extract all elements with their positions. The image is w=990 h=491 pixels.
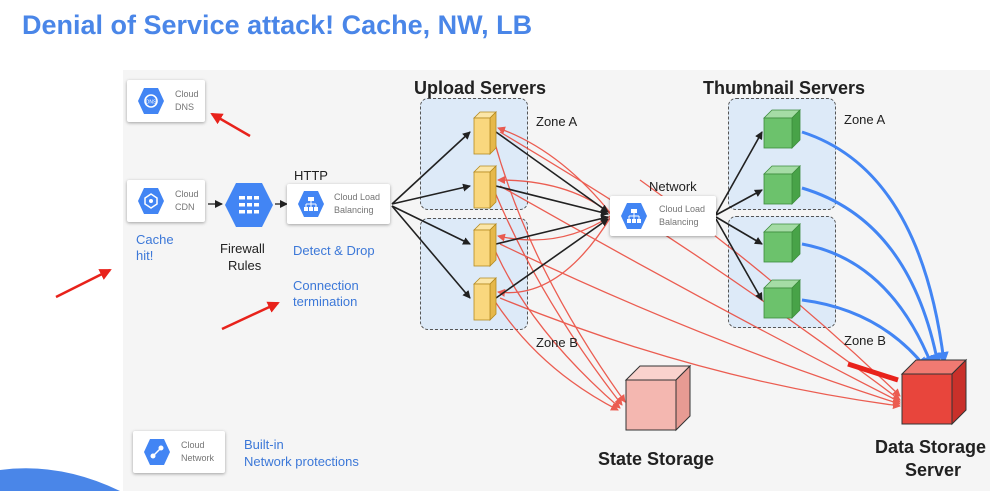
thumbnail-servers-heading: Thumbnail Servers: [703, 78, 866, 98]
red-arrow: [497, 214, 613, 297]
red-traffic-arrows: [493, 126, 901, 411]
load-balancer-icon: [621, 203, 647, 229]
red-arrow: [493, 299, 619, 411]
diagram-panel: [123, 70, 990, 491]
connection-termination-line2: termination: [293, 294, 358, 309]
svg-text:DNS: DNS: [146, 100, 157, 106]
red-arrow: [493, 247, 621, 409]
cloud-dns-line1: Cloud: [175, 89, 199, 99]
red-arrow: [497, 176, 613, 216]
cloud-dns-card[interactable]: DNS Cloud DNS: [127, 80, 205, 122]
state-storage-heading: State Storage: [598, 449, 715, 469]
cloud-cdn-line2: CDN: [175, 202, 195, 212]
cloud-network-icon: [144, 439, 170, 465]
thumbnail-server-icon: [763, 279, 801, 319]
state-storage-icon: [624, 364, 692, 432]
cache-hit-label-line1: Cache: [136, 232, 174, 247]
upload-servers-heading: Upload Servers: [414, 78, 547, 98]
thumb-to-storage-arrows: [801, 130, 949, 370]
cloud-network-line1: Cloud: [181, 440, 205, 450]
data-storage-icon: [900, 358, 968, 426]
firewall-icon: [225, 183, 273, 227]
black-arrow: [495, 218, 609, 299]
thumbnail-server-icon: [763, 165, 801, 205]
slide-swoosh: [0, 468, 120, 491]
network-lb-line2: Balancing: [659, 217, 699, 227]
black-arrow: [391, 131, 471, 205]
firewall-label-line1: Firewall: [220, 241, 265, 256]
upload-server-icon: [473, 223, 497, 267]
cloud-network-card[interactable]: Cloud Network: [133, 431, 225, 473]
upload-servers: [473, 111, 497, 321]
data-storage-heading-line1: Data Storage: [875, 437, 987, 457]
lb-to-upload-arrows: [391, 131, 763, 301]
load-balancer-icon: [298, 191, 324, 217]
cloud-cdn-line1: Cloud: [175, 189, 199, 199]
upload-zone-a-label: Zone A: [536, 114, 578, 129]
upload-server-icon: [473, 277, 497, 321]
cloud-cdn-icon: [138, 188, 164, 214]
upload-zone-b-label: Zone B: [536, 335, 578, 350]
black-arrow: [715, 189, 763, 216]
callout-arrow-connection: [221, 301, 280, 331]
network-label: Network: [649, 179, 697, 194]
blue-arrow: [801, 298, 928, 370]
thumbnail-zone-a-label: Zone A: [844, 112, 886, 127]
cloud-dns-line2: DNS: [175, 102, 195, 112]
network-lb-line1: Cloud Load: [659, 204, 706, 214]
black-arrow: [715, 216, 763, 245]
red-arrow: [499, 297, 901, 410]
detect-drop-label: Detect & Drop: [293, 243, 375, 258]
blue-arrow: [801, 242, 934, 368]
cloud-network-line2: Network: [181, 453, 215, 463]
network-load-balancer-card[interactable]: Cloud Load Balancing: [610, 196, 716, 236]
callout-arrows: [55, 112, 899, 383]
cache-hit-label-line2: hit!: [136, 248, 154, 263]
callout-arrow-data-storage: [847, 361, 899, 383]
red-arrow: [493, 139, 626, 403]
http-lb-line1: Cloud Load: [334, 192, 381, 202]
black-arrow: [715, 218, 763, 301]
thumbnail-server-icon: [763, 223, 801, 263]
black-arrow: [391, 205, 471, 299]
black-arrow: [495, 214, 609, 245]
http-load-balancer-card[interactable]: Cloud Load Balancing: [287, 184, 390, 224]
callout-arrow-dns: [210, 112, 251, 138]
thumbnail-servers: [763, 109, 801, 319]
builtin-protection-line1: Built-in: [244, 437, 284, 452]
red-arrow: [499, 185, 901, 403]
upload-server-icon: [473, 111, 497, 155]
firewall-label-line2: Rules: [228, 258, 262, 273]
black-arrow: [391, 205, 471, 245]
cloud-dns-icon: DNS: [138, 88, 164, 114]
black-arrow: [391, 183, 471, 205]
builtin-protection-line2: Network protections: [244, 454, 359, 469]
red-arrow: [499, 131, 901, 401]
thumbnail-server-icon: [763, 109, 801, 149]
callout-arrow-cache: [55, 268, 112, 299]
http-lb-line2: Balancing: [334, 205, 374, 215]
red-arrow: [499, 243, 901, 406]
black-arrow: [715, 131, 763, 215]
black-arrow: [495, 185, 609, 217]
red-arrow: [493, 189, 623, 406]
slide-title: Denial of Service attack! Cache, NW, LB: [22, 10, 533, 40]
thumbnail-zone-b-label: Zone B: [844, 333, 886, 348]
black-arrow: [495, 131, 609, 213]
red-arrow: [497, 126, 613, 216]
upload-server-icon: [473, 165, 497, 209]
http-label: HTTP: [294, 168, 328, 183]
blue-arrow: [801, 186, 942, 366]
cloud-cdn-card[interactable]: Cloud CDN: [127, 180, 205, 222]
blue-arrow: [801, 130, 949, 364]
connection-termination-line1: Connection: [293, 278, 359, 293]
data-storage-heading-line2: Server: [905, 460, 962, 480]
